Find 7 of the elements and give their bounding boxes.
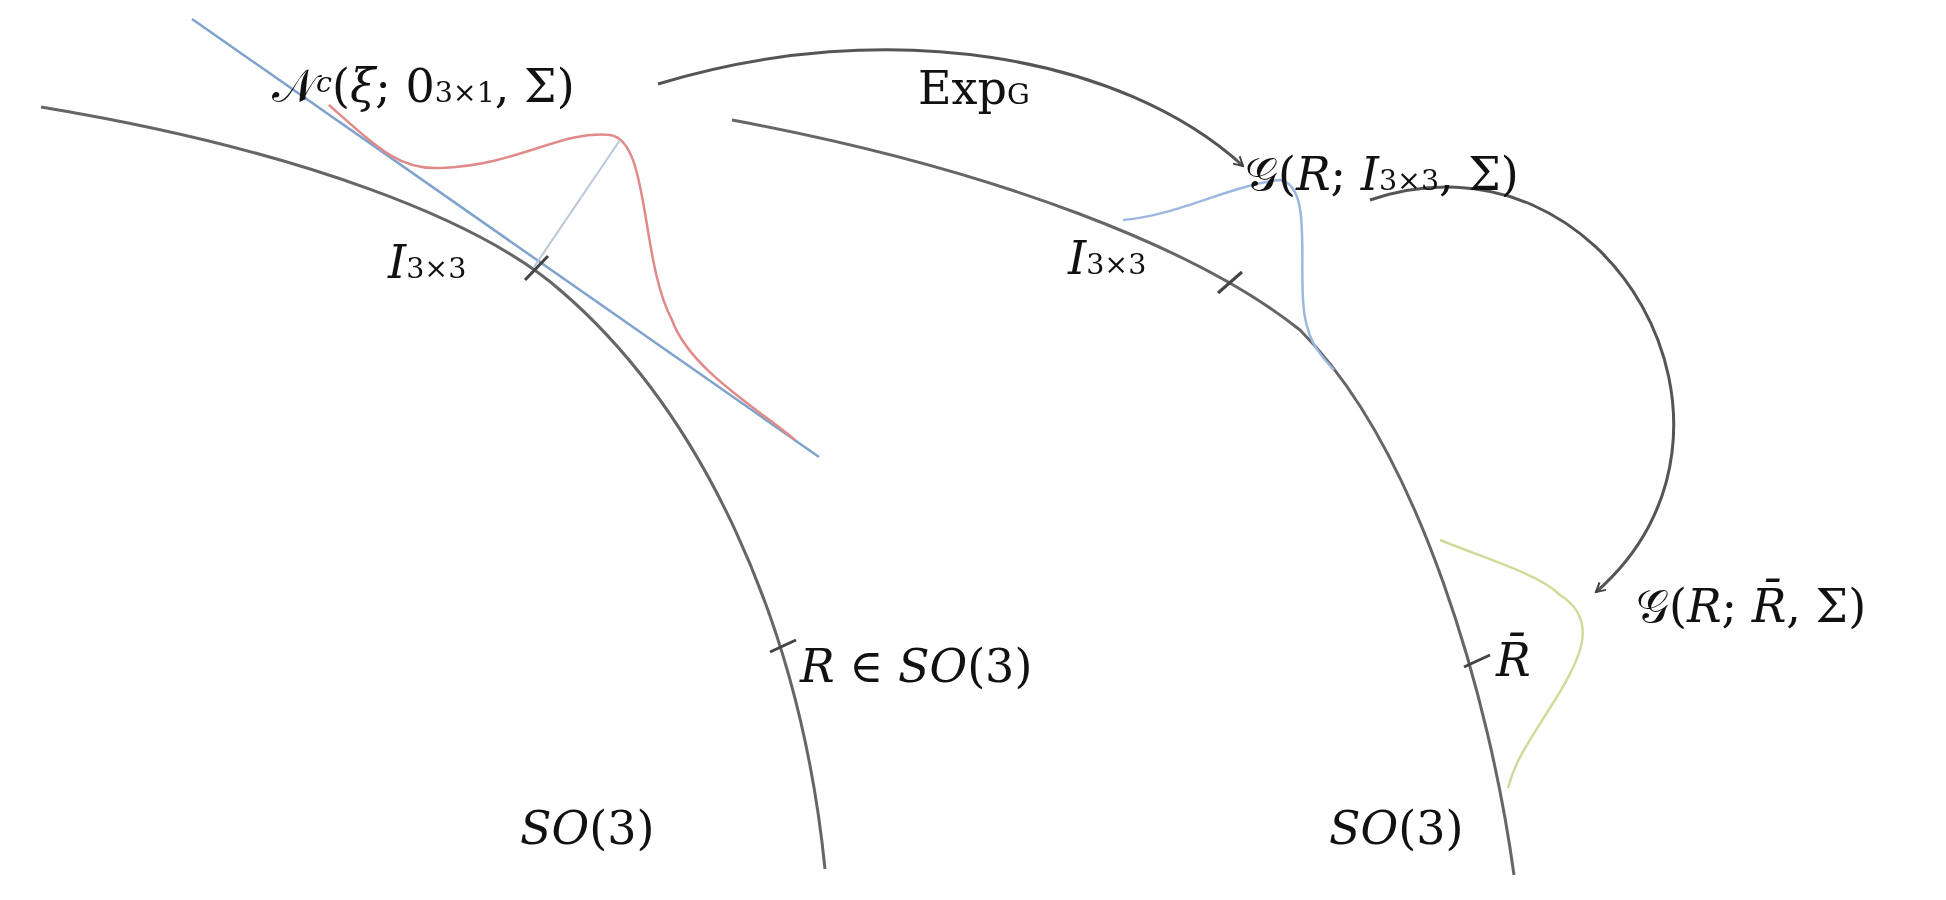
curved-arrow xyxy=(657,48,1244,168)
math-label: R ∈ SO(3) xyxy=(800,640,1033,693)
math-label: SO(3) xyxy=(520,802,655,855)
math-label: R̄ xyxy=(1496,634,1531,687)
math-label: SO(3) xyxy=(1329,802,1464,855)
formula-label: 𝒢(R; R̄, Σ) xyxy=(1636,580,1867,633)
curved-arrow xyxy=(1369,186,1674,593)
